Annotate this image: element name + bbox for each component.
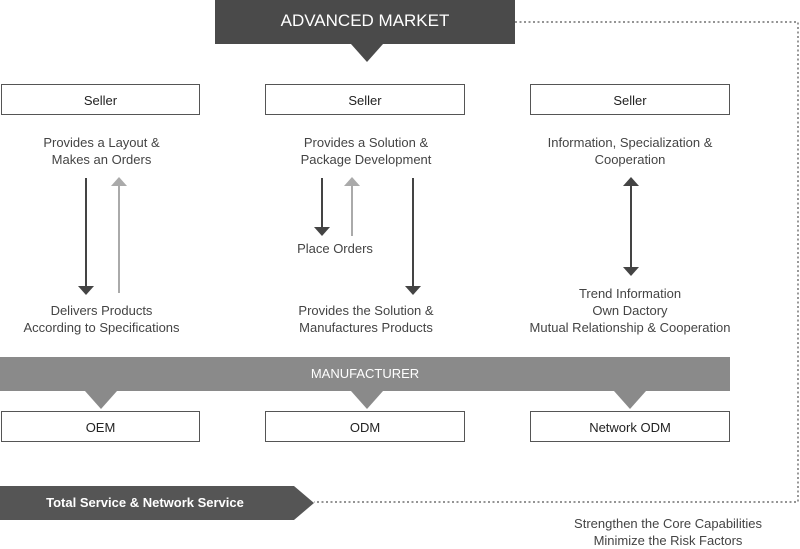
odm-box: ODM [265,411,465,442]
col2-top-line1: Provides a Solution & [303,135,429,150]
col2-up-arrow [344,177,360,236]
col2-bottom-text: Provides the Solution & Manufactures Pro… [265,302,467,336]
col3-top-line2: Cooperation [594,152,666,167]
col1-bottom-line1: Delivers Products [50,303,153,318]
manufacturer-notch-2 [351,391,383,409]
col1-down-arrow [78,178,94,295]
col3-bottom-text: Trend Information Own Dactory Mutual Rel… [515,285,745,336]
manufacturer-notch-3 [614,391,646,409]
col1-bottom-line2: According to Specifications [23,320,180,335]
advanced-market-notch [351,44,383,62]
col3-top-line1: Information, Specialization & [547,135,713,150]
col2-top-text: Provides a Solution & Package Developmen… [265,134,467,168]
manufacturer-notch-1 [85,391,117,409]
col1-up-arrow [111,177,127,293]
col2-middle-text: Place Orders [297,241,373,256]
col1-bottom-text: Delivers Products According to Specifica… [0,302,203,336]
dotted-feedback-line [314,21,799,503]
col3-bottom-line3: Mutual Relationship & Cooperation [529,320,731,335]
oem-box: OEM [1,411,200,442]
advanced-market-banner: ADVANCED MARKET [215,0,515,44]
strengths-line2: Minimize the Risk Factors [593,533,743,548]
col2-bottom-line2: Manufactures Products [299,320,433,335]
col1-top-line1: Provides a Layout & [43,135,160,150]
seller-box-2: Seller [265,84,465,115]
col3-bidirectional-arrow [623,177,639,276]
manufacturer-band: MANUFACTURER [0,357,730,391]
col1-top-text: Provides a Layout & Makes an Orders [0,134,203,168]
col3-bottom-line1: Trend Information [578,286,682,301]
total-service-label: Total Service & Network Service [46,495,244,510]
seller-box-1: Seller [1,84,200,115]
strengths-text: Strengthen the Core Capabilities Minimiz… [550,515,786,549]
total-service-arrow [0,486,314,520]
col1-top-line2: Makes an Orders [51,152,152,167]
network-odm-box: Network ODM [530,411,730,442]
seller-box-3: Seller [530,84,730,115]
strengths-line1: Strengthen the Core Capabilities [574,516,762,531]
col2-place-orders-down-arrow [314,178,330,236]
col3-bottom-line2: Own Dactory [592,303,668,318]
col2-bottom-line1: Provides the Solution & [298,303,434,318]
col2-top-line2: Package Development [300,152,432,167]
col3-top-text: Information, Specialization & Cooperatio… [530,134,730,168]
col2-long-down-arrow [405,178,421,295]
